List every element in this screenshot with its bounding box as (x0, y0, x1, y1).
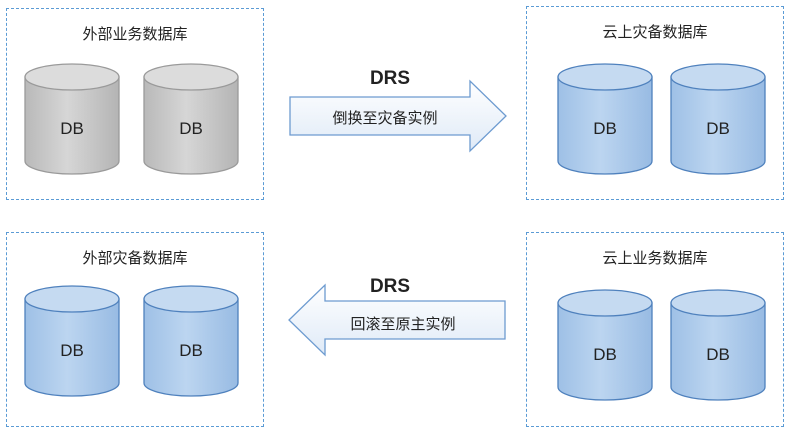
box-cloud-dr-db: 云上灾备数据库 DB DB (526, 6, 784, 200)
database-icon: DB (557, 289, 653, 401)
db-label: DB (593, 119, 617, 138)
box-title: 云上灾备数据库 (602, 23, 708, 41)
db-label: DB (706, 345, 730, 364)
box-cloud-business-db: 云上业务数据库 DB DB (526, 232, 784, 427)
db-label: DB (179, 119, 203, 138)
box-title: 外部业务数据库 (82, 25, 188, 43)
database-icon: DB (24, 285, 120, 397)
db-label: DB (60, 341, 84, 360)
box-external-dr-db: 外部灾备数据库 DB DB (6, 232, 264, 427)
database-icon: DB (143, 285, 239, 397)
drs-label-top: DRS (369, 68, 411, 89)
database-icon: DB (557, 63, 653, 175)
db-label: DB (706, 119, 730, 138)
database-icon: DB (24, 63, 120, 175)
db-label: DB (60, 119, 84, 138)
rollback-label: 回滚至原主实例 (350, 315, 456, 333)
arrow-right-icon (289, 79, 507, 153)
box-title: 云上业务数据库 (602, 249, 708, 267)
db-label: DB (593, 345, 617, 364)
arrow-left-icon (288, 283, 506, 357)
switchover-label: 倒换至灾备实例 (332, 109, 438, 127)
database-icon: DB (670, 63, 766, 175)
db-label: DB (179, 341, 203, 360)
box-title: 外部灾备数据库 (82, 249, 188, 267)
box-external-business-db: 外部业务数据库 DB DB (6, 8, 264, 200)
database-icon: DB (670, 289, 766, 401)
database-icon: DB (143, 63, 239, 175)
drs-label-bottom: DRS (369, 276, 411, 297)
